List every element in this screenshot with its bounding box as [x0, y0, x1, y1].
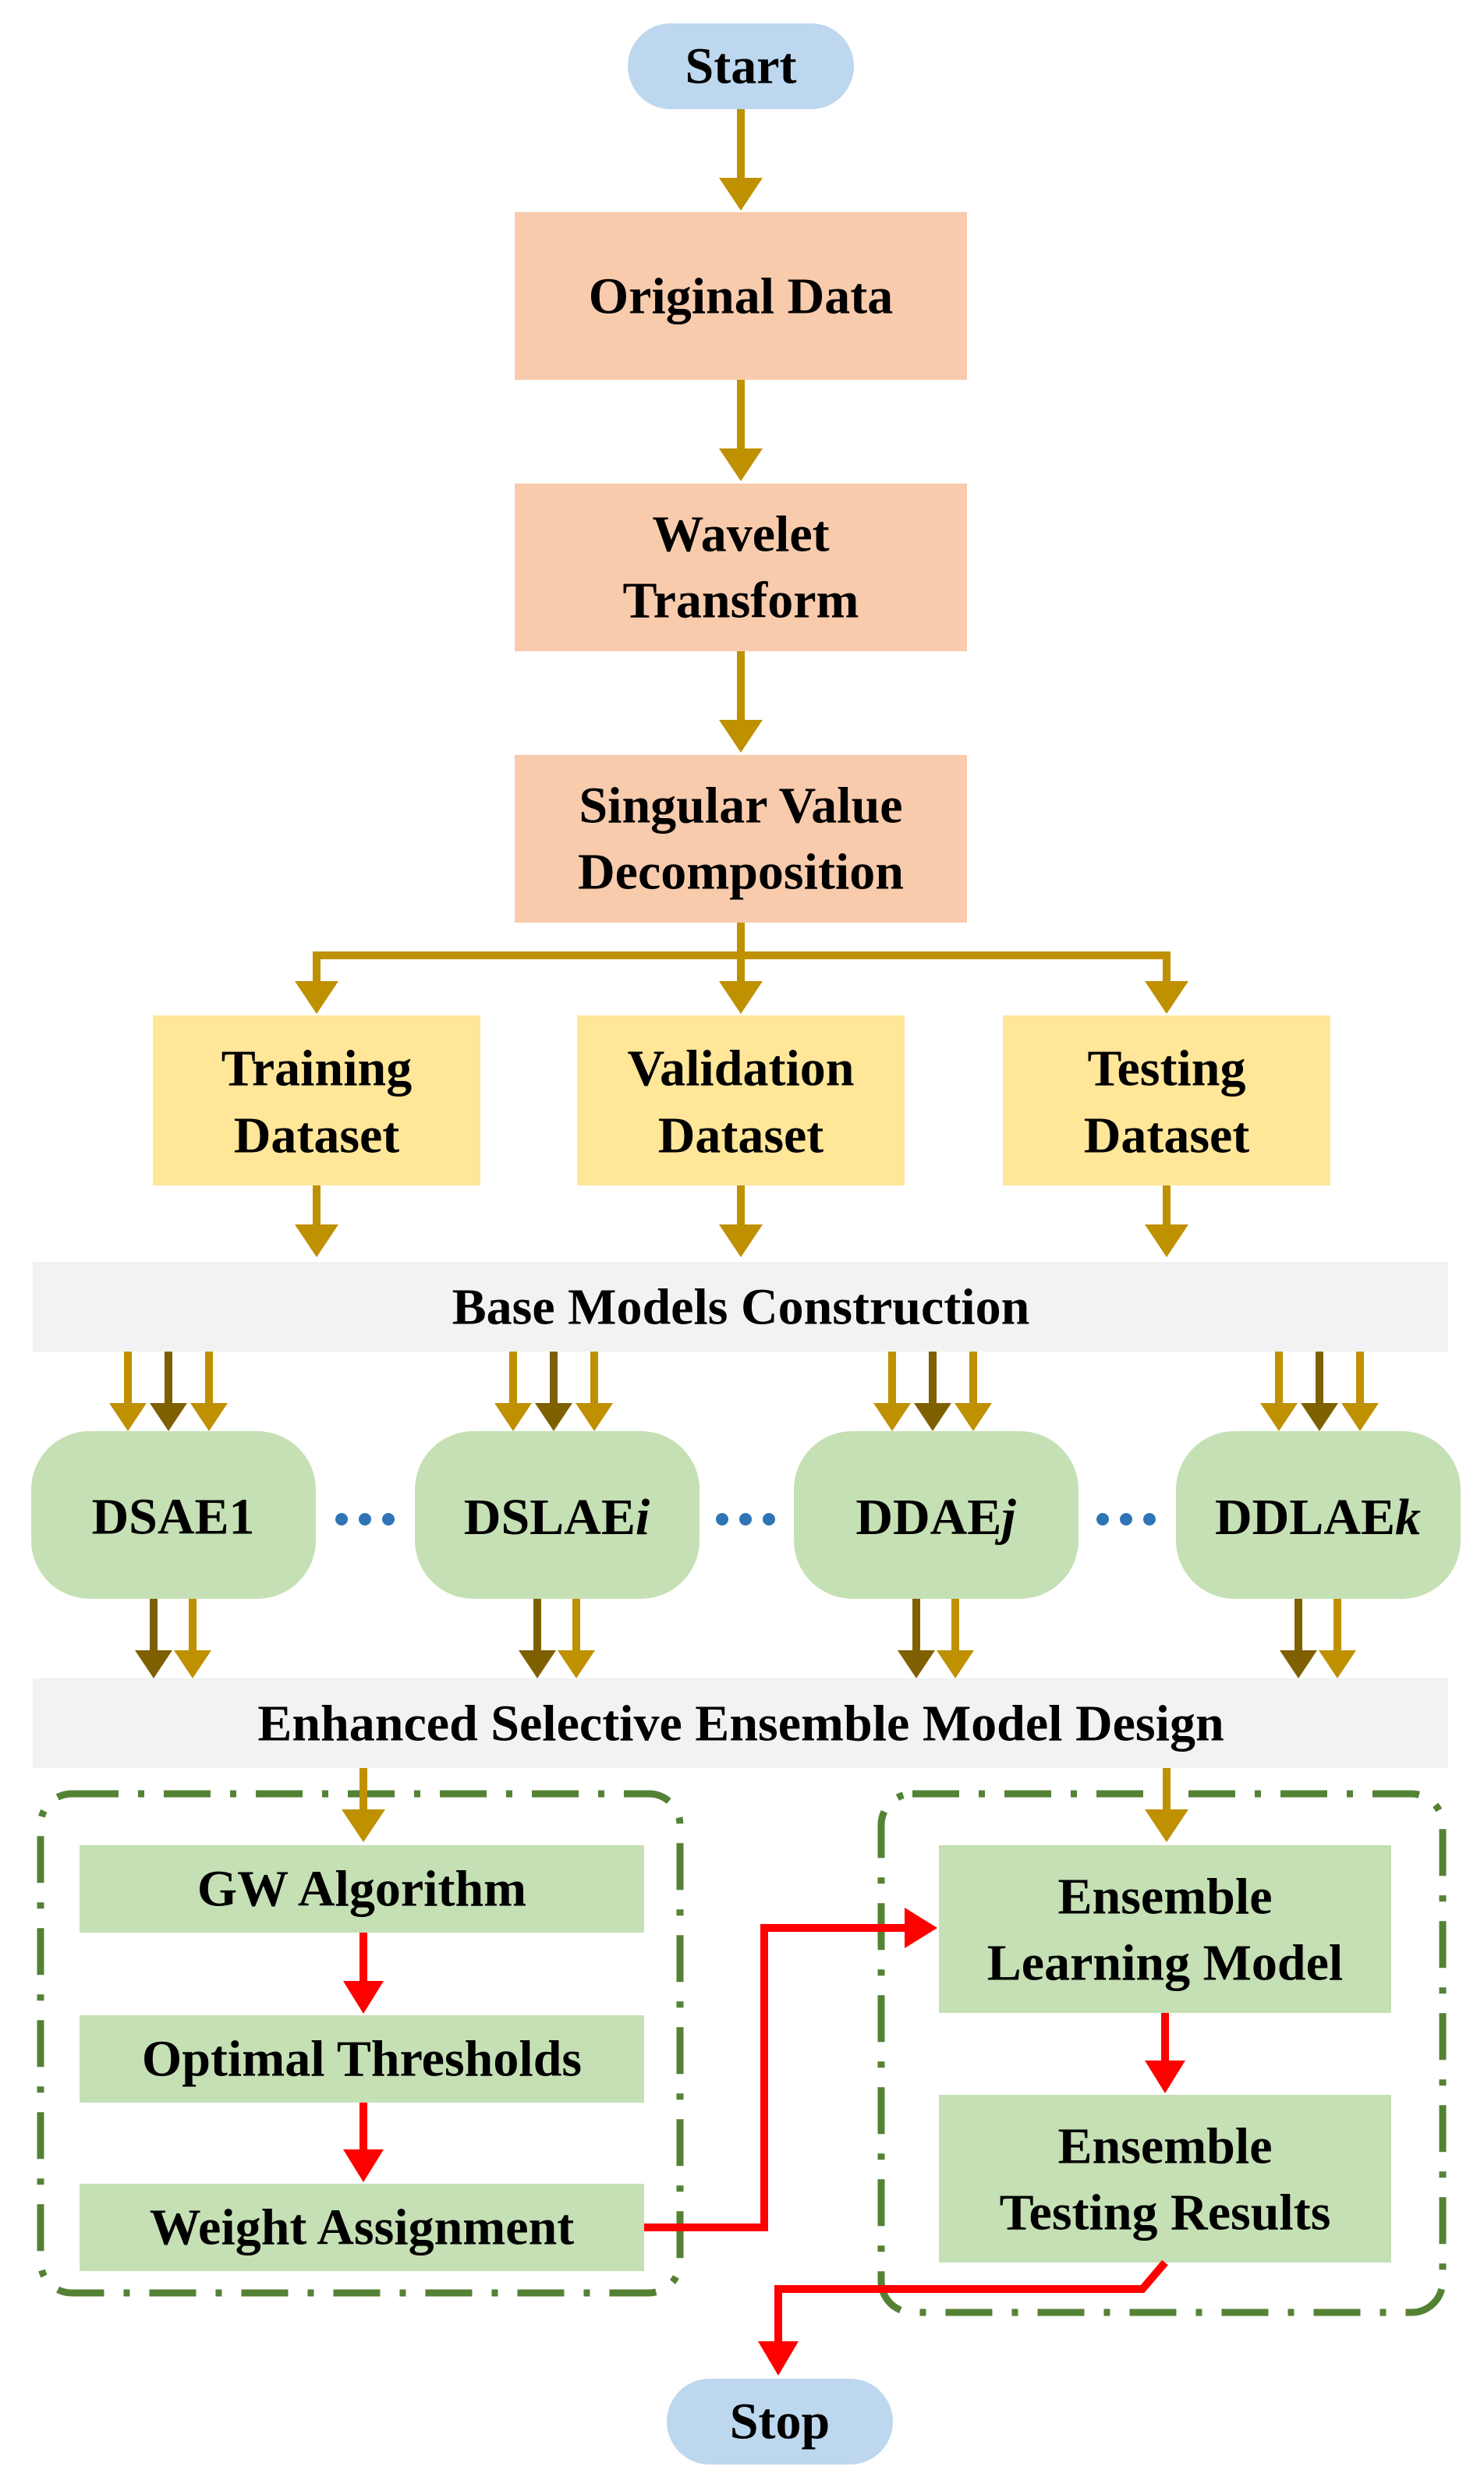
model-ddae-j: DDAEj [794, 1431, 1078, 1599]
ensemble-design-bar: Enhanced Selective Ensemble Model Design [33, 1678, 1448, 1768]
validation-label-line1: Validation [627, 1040, 854, 1097]
wavelet-label-line1: Wavelet [652, 506, 829, 563]
original-data-box: Original Data [515, 212, 967, 380]
arrow-gold [558, 1599, 595, 1678]
gw-algorithm-label: GW Algorithm [197, 1861, 526, 1918]
model-ddlae-k: DDLAEk [1176, 1431, 1461, 1599]
arrow-dark [535, 1352, 572, 1431]
model-dslae-i: DSLAEi [415, 1431, 699, 1599]
start-label: Start [685, 38, 797, 95]
model-dslae-i-label: DSLAEi [464, 1489, 650, 1546]
validation-dataset-box: Validation Dataset [577, 1015, 905, 1185]
arrow-svd-datasets [295, 923, 1188, 1014]
arrow-gold [109, 1352, 147, 1431]
model-dsae1-label: DSAE1 [91, 1489, 254, 1546]
training-label-line2: Dataset [234, 1107, 400, 1164]
ensemble-learning-label-line2: Learning Model [987, 1935, 1344, 1992]
arrow-gold [873, 1352, 911, 1431]
training-label-line1: Training [221, 1040, 413, 1097]
model-ddlae-k-label: DDLAEk [1215, 1489, 1421, 1546]
validation-label-line2: Dataset [658, 1107, 824, 1164]
arrow-gold [576, 1352, 613, 1431]
arrow-learning-testing [1145, 2013, 1185, 2093]
arrow-wavelet-svd [719, 651, 763, 753]
arrows-datasets-bar [295, 1185, 1188, 1257]
arrow-original-wavelet [719, 380, 763, 481]
ensemble-learning-box: Ensemble Learning Model [939, 1845, 1391, 2013]
original-data-label: Original Data [589, 268, 894, 325]
arrow-dark [898, 1599, 935, 1678]
weight-assignment-box: Weight Assignment [80, 2184, 644, 2271]
arrow-gold [190, 1352, 228, 1431]
ellipsis-dots [335, 1513, 1156, 1525]
gw-algorithm-box: GW Algorithm [80, 1845, 644, 1933]
arrow-thresholds-weights [343, 2103, 384, 2182]
arrow-gold [1341, 1352, 1379, 1431]
arrows-models-bar [135, 1599, 1356, 1678]
weight-assignment-label: Weight Assignment [150, 2199, 575, 2256]
arrows-bar-models [109, 1352, 1379, 1431]
arrow-weights-learning [644, 1908, 937, 2231]
arrow-dark [135, 1599, 172, 1678]
arrow-gold [1260, 1352, 1298, 1431]
ensemble-testing-label-line2: Testing Results [1000, 2185, 1331, 2241]
arrow-dark [914, 1352, 951, 1431]
ensemble-design-title: Enhanced Selective Ensemble Model Design [257, 1696, 1224, 1752]
training-dataset-box: Training Dataset [153, 1015, 480, 1185]
optimal-thresholds-box: Optimal Thresholds [80, 2015, 644, 2103]
ensemble-testing-box: Ensemble Testing Results [939, 2095, 1391, 2263]
start-node: Start [628, 23, 854, 109]
arrow-gold [937, 1599, 974, 1678]
svd-box: Singular Value Decomposition [515, 755, 967, 923]
base-models-title: Base Models Construction [452, 1279, 1030, 1336]
model-ddae-j-label: DDAEj [855, 1489, 1016, 1546]
testing-dataset-box: Testing Dataset [1003, 1015, 1330, 1185]
svd-label-line1: Singular Value [579, 778, 902, 834]
wavelet-label-line2: Transform [622, 572, 859, 629]
base-models-bar: Base Models Construction [33, 1262, 1448, 1352]
arrow-gold [955, 1352, 992, 1431]
arrow-dark [519, 1599, 556, 1678]
arrow-gold [174, 1599, 211, 1678]
ensemble-testing-label-line1: Ensemble [1057, 2118, 1272, 2175]
testing-label-line1: Testing [1088, 1040, 1246, 1097]
optimal-thresholds-label: Optimal Thresholds [142, 2031, 582, 2088]
stop-node: Stop [667, 2379, 893, 2465]
arrow-gold [494, 1352, 532, 1431]
wavelet-transform-box: Wavelet Transform [515, 484, 967, 651]
arrow-testing-stop [758, 2259, 1168, 2376]
ensemble-learning-label-line1: Ensemble [1057, 1869, 1272, 1926]
arrow-dark [150, 1352, 187, 1431]
arrow-dark [1301, 1352, 1338, 1431]
arrow-gw-thresholds [343, 1933, 384, 2014]
testing-label-line2: Dataset [1084, 1107, 1250, 1164]
arrow-start-original [719, 109, 763, 211]
right-frame [877, 1790, 1447, 2316]
stop-label: Stop [730, 2394, 830, 2450]
arrow-dark [1280, 1599, 1317, 1678]
arrows-bar-frames [342, 1768, 1188, 1842]
model-dsae1: DSAE1 [31, 1431, 316, 1599]
arrow-gold [1319, 1599, 1356, 1678]
svd-label-line2: Decomposition [578, 844, 904, 901]
